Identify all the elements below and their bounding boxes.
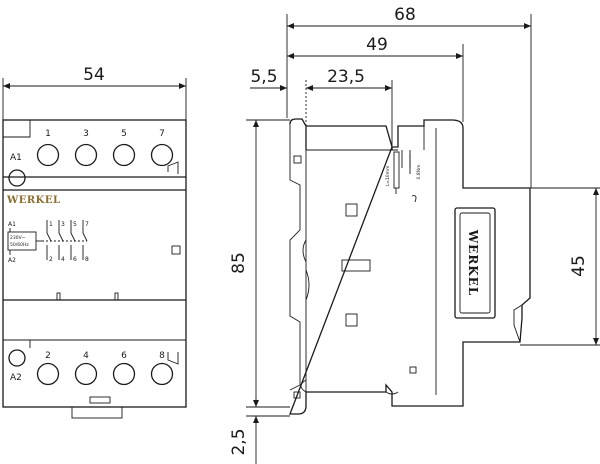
terminal-a1 (8, 169, 26, 187)
terminal-label-1: 1 (45, 129, 51, 139)
wiring-schematic: A1 A2 230V~ 50/60Hz 1 3 5 7 2 4 6 8 (7, 220, 89, 264)
dimension-depth-total: 68 (286, 5, 532, 188)
schema-contact-4: 4 (61, 256, 65, 263)
side-slot (341, 259, 371, 272)
dimension-depth-total-label: 68 (394, 5, 416, 25)
terminal-3 (74, 143, 98, 167)
terminal-label-a1: A1 (10, 153, 22, 163)
side-body-outline (289, 118, 531, 415)
terminal-1 (36, 143, 60, 167)
terminal-a2 (8, 349, 26, 367)
side-hole-upper (345, 203, 358, 217)
terminals-bottom: 2 4 6 8 A2 (8, 349, 174, 386)
dimension-bottom-gap: 2,5 (229, 398, 290, 464)
terminal-label-6: 6 (121, 351, 127, 361)
terminal-label-8: 8 (159, 351, 165, 361)
schema-contact-8: 8 (85, 256, 89, 263)
dimension-height: 85 (229, 119, 290, 408)
schema-a2: A2 (8, 257, 16, 264)
dimension-inner-label: 23,5 (327, 67, 365, 87)
dimension-depth-mid-label: 49 (366, 35, 388, 55)
terminal-label-3: 3 (83, 129, 89, 139)
screw-annotation: L=10mm 0.8Nm (385, 151, 422, 203)
schema-contact-3: 3 (61, 221, 65, 228)
schema-contact-5: 5 (73, 221, 77, 228)
schema-a1: A1 (8, 221, 16, 228)
side-view: 68 49 5,5 23,5 (229, 5, 600, 464)
terminal-label-a2: A2 (10, 373, 22, 383)
schema-contact-2: 2 (49, 256, 53, 263)
terminal-4 (74, 362, 98, 386)
terminal-8 (150, 362, 174, 386)
schema-frequency: 50/60Hz (10, 242, 29, 248)
terminal-label-5: 5 (121, 129, 127, 139)
schema-contact-1: 1 (49, 221, 53, 228)
dimension-inner: 23,5 (306, 67, 393, 148)
screw-torque: 0.8Nm (416, 165, 422, 180)
terminal-label-2: 2 (45, 351, 51, 361)
dimension-depth-mid: 49 (287, 35, 464, 122)
front-view: 54 1 3 5 7 A1 (2, 65, 187, 419)
terminal-7 (150, 143, 174, 167)
terminal-5 (112, 143, 136, 167)
terminal-label-4: 4 (83, 351, 89, 361)
dimension-bottom-gap-label: 2,5 (229, 428, 249, 455)
dimension-height-label: 85 (229, 252, 249, 274)
screw-length: L=10mm (385, 166, 391, 187)
side-brand-plate (454, 207, 496, 319)
dimension-offset-label: 5,5 (250, 67, 277, 87)
terminal-6 (112, 362, 136, 386)
side-brand-logo: WERKEL (466, 229, 480, 297)
terminal-2 (36, 362, 60, 386)
terminals-top: 1 3 5 7 A1 (8, 129, 174, 187)
schema-voltage: 230V~ (10, 235, 26, 241)
dimension-module-height: 45 (520, 187, 600, 346)
dimension-offset: 5,5 (250, 67, 316, 125)
schema-contact-7: 7 (85, 221, 89, 228)
dimension-width: 54 (2, 65, 187, 120)
side-hole-lower (345, 313, 358, 327)
terminal-label-7: 7 (159, 129, 165, 139)
dimension-module-height-label: 45 (569, 255, 589, 277)
brand-logo: WERKEL (6, 195, 61, 206)
indicator-window (171, 245, 181, 255)
schema-contact-6: 6 (73, 256, 77, 263)
dimension-width-label: 54 (83, 65, 105, 85)
